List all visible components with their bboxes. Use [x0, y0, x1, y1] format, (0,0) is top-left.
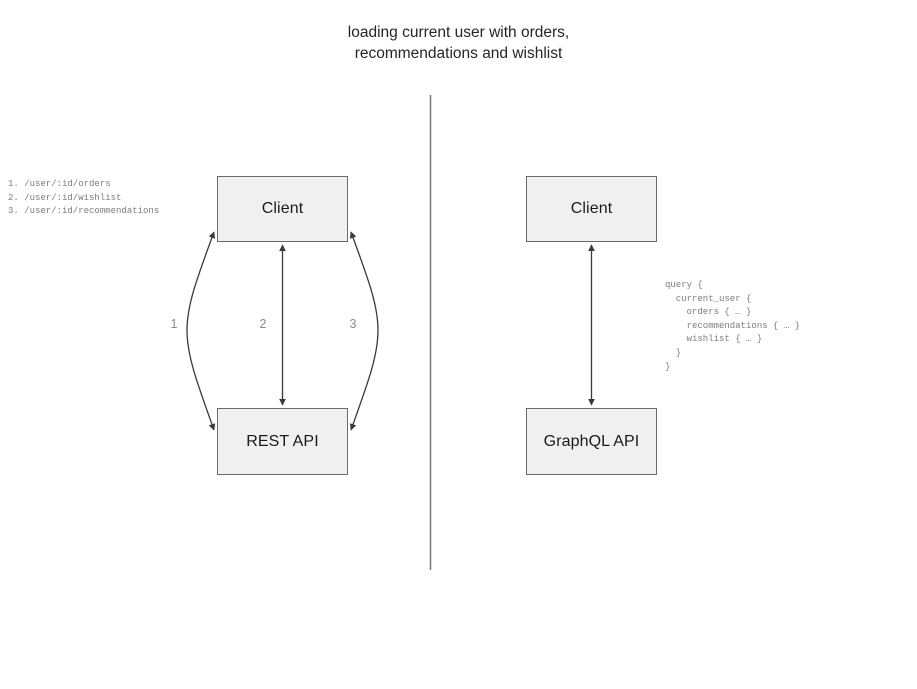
edge-label-3: 3 [349, 317, 357, 331]
node-client-rest[interactable]: Client [217, 176, 348, 242]
edge-rest-3 [349, 231, 379, 431]
rest-endpoint-list: 1. /user/:id/orders 2. /user/:id/wishlis… [8, 179, 160, 217]
node-client-graphql[interactable]: Client [526, 176, 657, 242]
edge-rest-1 [186, 231, 216, 431]
node-graphql-api[interactable]: GraphQL API [526, 408, 657, 475]
edge-label-1: 1 [170, 317, 178, 331]
node-rest-api[interactable]: REST API [217, 408, 348, 475]
graphql-query-annotation: query { current_user { orders { … } reco… [665, 280, 801, 372]
edge-label-2: 2 [259, 317, 267, 331]
page-title: loading current user with orders, recomm… [347, 24, 570, 62]
